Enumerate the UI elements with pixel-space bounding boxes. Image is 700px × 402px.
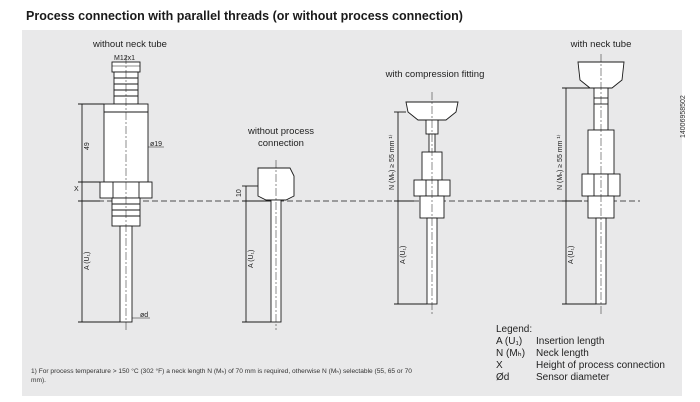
legend: Legend: A (U₁)Insertion length N (Mₕ)Nec… bbox=[496, 324, 665, 384]
page-title: Process connection with parallel threads… bbox=[26, 9, 463, 23]
sensor-without-neck-tube bbox=[78, 56, 164, 330]
sensor-diameter-label: ød bbox=[140, 312, 149, 319]
caption-compression-fitting: with compression fitting bbox=[385, 69, 485, 80]
neck-length-label-2: N (Mₕ) ≥ 55 mm ¹⁾ bbox=[557, 134, 564, 190]
caption-without-neck-tube: without neck tube bbox=[93, 39, 167, 50]
insertion-length-label-4: A (U₁) bbox=[568, 245, 575, 264]
diameter-19-label: ø19 bbox=[150, 141, 163, 148]
document-id: 14006958502 bbox=[680, 95, 687, 138]
sensor-with-compression-fitting bbox=[394, 92, 459, 314]
sensor-without-process-connection bbox=[242, 160, 295, 330]
insertion-length-label-3: A (U₁) bbox=[400, 245, 407, 264]
sensor-with-neck-tube bbox=[562, 54, 625, 314]
thread-label: M12x1 bbox=[114, 55, 136, 62]
x-label: X bbox=[74, 186, 79, 193]
caption-without-process-connection: without process connection bbox=[247, 126, 314, 149]
legend-row: A (U₁)Insertion length bbox=[496, 336, 605, 347]
legend-row: N (Mₕ)Neck length bbox=[496, 348, 589, 359]
insertion-length-label-2: A (U₁) bbox=[248, 249, 255, 268]
legend-title: Legend: bbox=[496, 324, 533, 335]
footnote: 1) For process temperature > 150 °C (302… bbox=[31, 368, 412, 384]
neck-length-label-1: N (Mₕ) ≥ 55 mm ¹⁾ bbox=[389, 134, 396, 190]
length-49-label: 49 bbox=[84, 142, 91, 150]
insertion-length-label-1: A (U₁) bbox=[84, 251, 91, 270]
length-10-label: 10 bbox=[236, 189, 243, 197]
caption-with-neck-tube: with neck tube bbox=[570, 39, 632, 50]
